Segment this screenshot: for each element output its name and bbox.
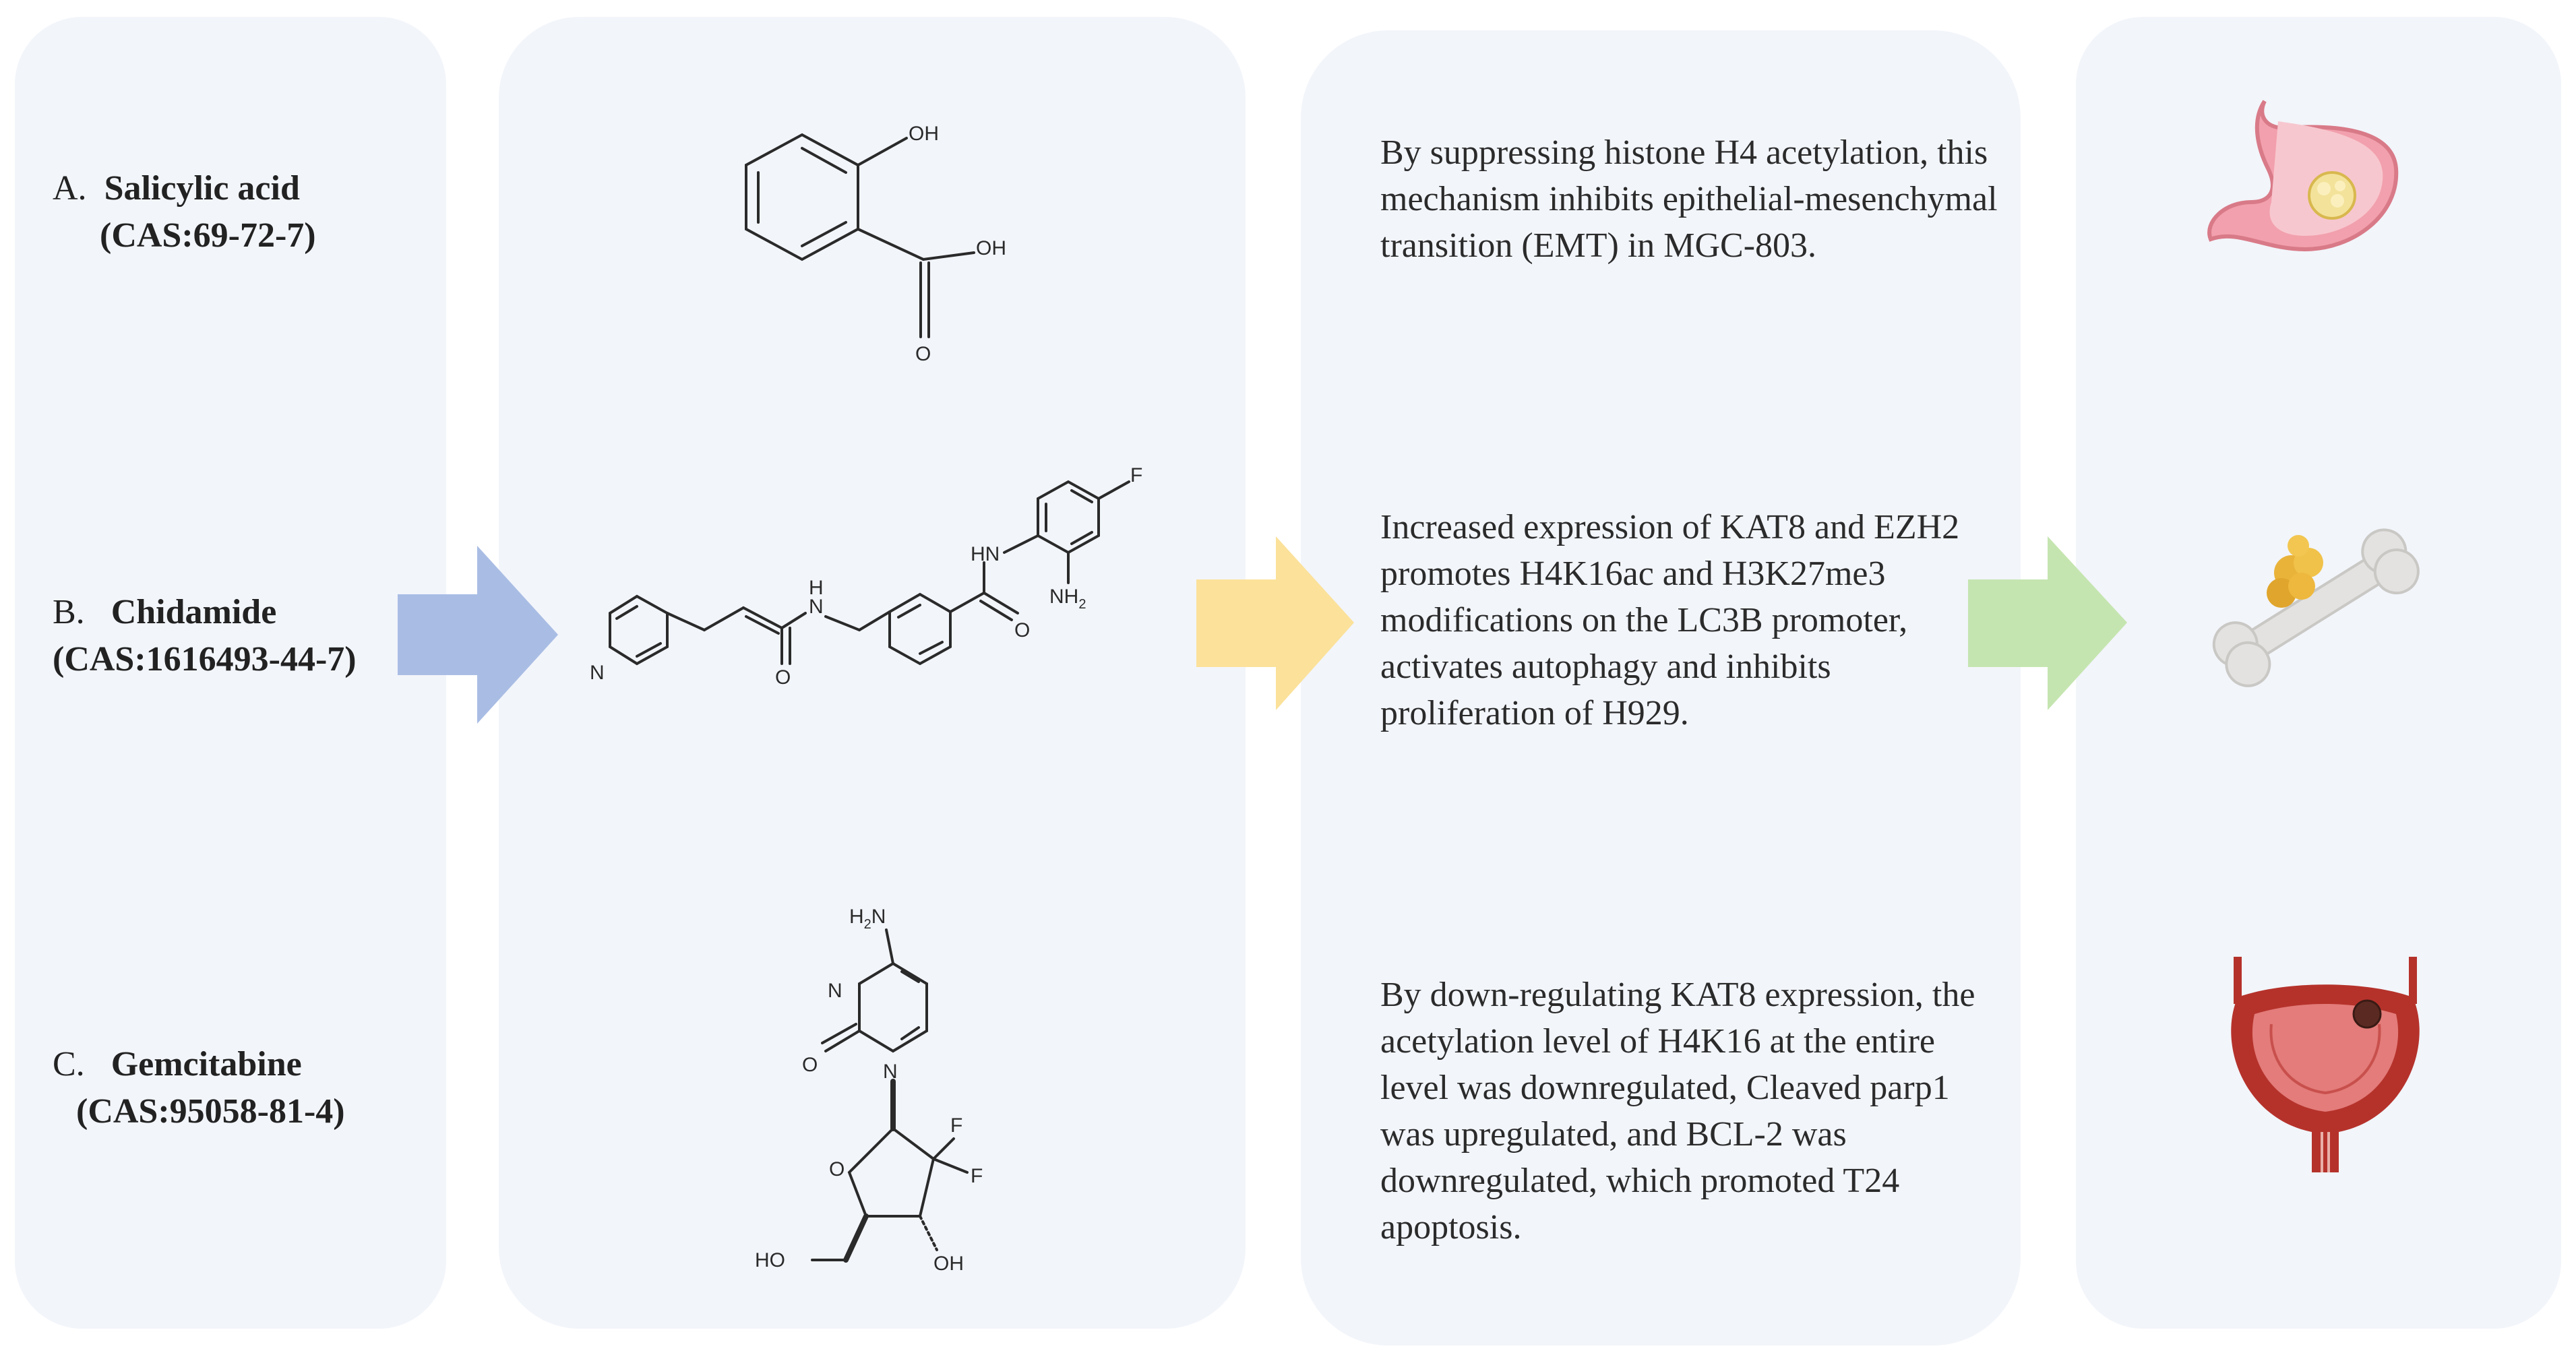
mechanism-a-text: By suppressing histone H4 acetylation, t… xyxy=(1380,133,1998,265)
atom-ho: HO xyxy=(755,1249,785,1271)
atom-oh-2: OH xyxy=(976,237,1006,259)
atom-o-carbonyl: O xyxy=(802,1054,818,1076)
drug-c-letter: C. xyxy=(53,1045,85,1083)
atom-n-pyridine: N xyxy=(590,662,605,684)
stomach-icon xyxy=(2207,100,2399,252)
drug-b-letter: B. xyxy=(53,593,85,631)
atom-n1: N xyxy=(883,1061,898,1083)
atom-oh: OH xyxy=(933,1253,964,1275)
bone-icon xyxy=(2212,528,2420,687)
furanose-ring xyxy=(847,1127,936,1218)
atom-h-amide: H xyxy=(809,577,824,599)
benzene-middle-ring xyxy=(888,592,952,666)
bladder-icon xyxy=(2231,957,2420,1172)
drug-c-name: Gemcitabine xyxy=(111,1045,302,1083)
pyrimidine-ring xyxy=(858,961,928,1053)
drug-b-label: B. Chidamide (CAS:1616493-44-7) xyxy=(53,589,357,683)
atom-oh-1: OH xyxy=(909,123,939,145)
mechanism-c-text: By down-regulating KAT8 expression, the … xyxy=(1380,976,1975,1246)
arrow-blue-shape xyxy=(398,546,558,724)
arrow-yellow-shape xyxy=(1196,536,1354,710)
pyridine-ring xyxy=(609,594,669,666)
atom-o: O xyxy=(915,343,931,365)
mechanism-column xyxy=(1301,30,2021,1346)
drug-b-cas: (CAS:1616493-44-7) xyxy=(53,640,357,678)
drug-a-cas: (CAS:69-72-7) xyxy=(100,216,316,255)
drug-c-cas: (CAS:95058-81-4) xyxy=(76,1092,345,1131)
atom-f-1: F xyxy=(950,1114,962,1137)
drug-b-name: Chidamide xyxy=(111,593,277,631)
gemcitabine-structure: H2N N O N F F O OH HO xyxy=(755,906,983,1275)
atom-n-ring: N xyxy=(828,980,842,1002)
drug-a-label: A. Salicylic acid (CAS:69-72-7) xyxy=(53,165,316,259)
atom-hn: HN xyxy=(971,543,1000,565)
drug-a-letter: A. xyxy=(53,169,87,208)
drug-name-column xyxy=(15,17,446,1329)
mechanism-b-text: Increased expression of KAT8 and EZH2 pr… xyxy=(1380,508,1960,732)
salicylic-acid-structure: OH OH O xyxy=(745,123,1006,365)
drug-c-label: C. Gemcitabine (CAS:95058-81-4) xyxy=(53,1041,345,1135)
arrow-blue xyxy=(398,546,558,724)
chidamide-structure: N O N H O HN F NH2 xyxy=(590,464,1142,689)
atom-f: F xyxy=(1130,464,1142,486)
arrow-green-shape xyxy=(1968,536,2127,710)
atom-o-amide-1: O xyxy=(775,666,791,689)
atom-f-2: F xyxy=(971,1165,983,1187)
arrow-yellow xyxy=(1196,536,1354,710)
atom-h2n: H2N xyxy=(849,906,886,932)
drug-a-name: Salicylic acid xyxy=(104,169,300,208)
atom-o-ring: O xyxy=(829,1158,845,1180)
atom-nh2: NH2 xyxy=(1049,586,1086,612)
arrow-green xyxy=(1968,536,2127,710)
atom-o-amide-2: O xyxy=(1014,619,1030,641)
atom-n-amide: N xyxy=(809,596,824,618)
benzene-ring xyxy=(745,133,859,261)
